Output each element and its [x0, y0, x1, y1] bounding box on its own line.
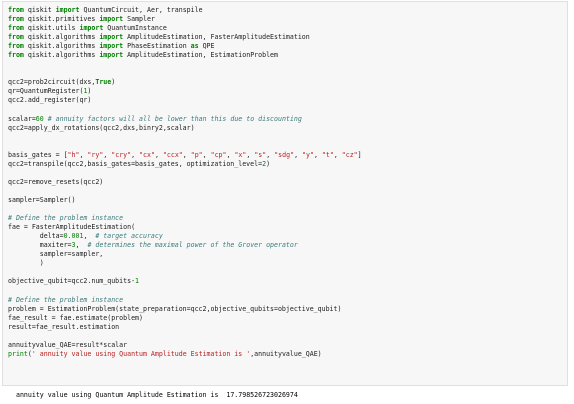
code-line: from qiskit import QuantumCircuit, Aer, …: [8, 6, 203, 14]
code-line: ​: [8, 60, 362, 69]
code-line: objective_qubit=qcc2.num_qubits-1: [8, 277, 140, 286]
code-cell[interactable]: from qiskit import QuantumCircuit, Aer, …: [2, 1, 568, 386]
code-line: from qiskit.primitives import Sampler: [8, 15, 155, 24]
code-line: fae = FasterAmplitudeEstimation(: [8, 223, 136, 232]
code-line: qcc2=prob2circuit(dxs,True): [8, 78, 116, 87]
code-line: print(' annuity value using Quantum Ampl…: [8, 349, 322, 358]
code-line: ​: [8, 133, 362, 142]
code-line: from qiskit.algorithms import AmplitudeE…: [8, 33, 310, 42]
code-line: ​: [8, 69, 362, 78]
code-line: result=fae_result.estimation: [8, 322, 120, 331]
code-line: basis_gates = ["h", "ry", "cry", "cx", "…: [8, 150, 362, 159]
code-line: qcc2=remove_resets(qcc2): [8, 177, 104, 186]
code-line: fae_result = fae.estimate(problem): [8, 313, 143, 322]
code-line: sampler=sampler,: [8, 250, 104, 259]
code-line: delta=0.001, # target accuracy: [8, 232, 163, 241]
cell-output: annuity value using Quantum Amplitude Es…: [12, 391, 298, 399]
code-line: ​: [8, 332, 362, 341]
code-line: ​: [8, 205, 362, 214]
code-line: # Define the problem instance: [8, 214, 124, 223]
code-line: maxiter=3, # determines the maximal powe…: [8, 241, 298, 250]
code-line: problem = EstimationProblem(state_prepar…: [8, 304, 342, 313]
code-line: qcc2=apply_dx_rotations(qcc2,dxs,binry2,…: [8, 123, 195, 132]
code-line: # Define the problem instance: [8, 295, 124, 304]
code-line: ): [8, 259, 44, 268]
code-line: ​: [8, 268, 362, 277]
code-line: ​: [8, 142, 362, 151]
code-line: sampler=Sampler(): [8, 195, 76, 204]
code-line: ​: [8, 286, 362, 295]
code-line: from qiskit.algorithms import PhaseEstim…: [8, 42, 215, 51]
code-line: qcc2=transpile(qcc2,basis_gates=basis_ga…: [8, 159, 271, 168]
code-line: qr=QuantumRegister(1): [8, 87, 92, 96]
code-line: from qiskit.algorithms import AmplitudeE…: [8, 51, 278, 60]
code-line: annuityvalue_QAE=result*scalar: [8, 340, 128, 349]
code-editor[interactable]: from qiskit import QuantumCircuit, Aer, …: [8, 6, 362, 359]
code-line: scalar=60 # annuity factors will all be …: [8, 114, 302, 123]
code-line: qcc2.add_register(qr): [8, 96, 92, 105]
code-line: ​: [8, 169, 362, 178]
code-line: from qiskit.utils import QuantumInstance: [8, 24, 167, 33]
code-line: ​: [8, 187, 362, 196]
code-line: ​: [8, 106, 362, 115]
